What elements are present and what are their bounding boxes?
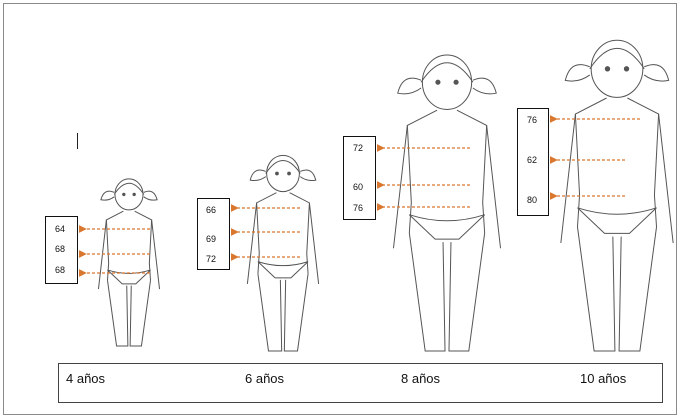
measurement-value: 68 [55,244,65,254]
measurement-box-4: 64 68 68 [45,216,78,284]
child-8-figure [393,55,500,351]
measurement-box-8: 72 60 76 [343,136,376,220]
measurement-value: 76 [527,115,537,125]
measurement-value: 69 [206,234,216,244]
ages-bar [58,363,663,403]
age-label-10: 10 años [580,371,626,386]
measurement-value: 64 [55,224,65,234]
measurement-box-10: 76 62 80 [517,108,549,216]
measurement-value: 60 [353,182,363,192]
age-label-8: 8 años [401,371,440,386]
measurement-value: 76 [353,203,363,213]
measurement-value: 68 [55,265,65,275]
child-4-figure [98,179,159,346]
child-6-figure [247,155,318,351]
measurement-value: 72 [206,254,216,264]
measurement-value: 66 [206,205,216,215]
measurement-value: 62 [527,155,537,165]
age-label-6: 6 años [245,371,284,386]
measurement-box-6: 66 69 72 [197,198,230,270]
measurement-value: 72 [353,143,363,153]
age-label-4: 4 años [66,371,105,386]
measurement-value: 80 [527,195,537,205]
